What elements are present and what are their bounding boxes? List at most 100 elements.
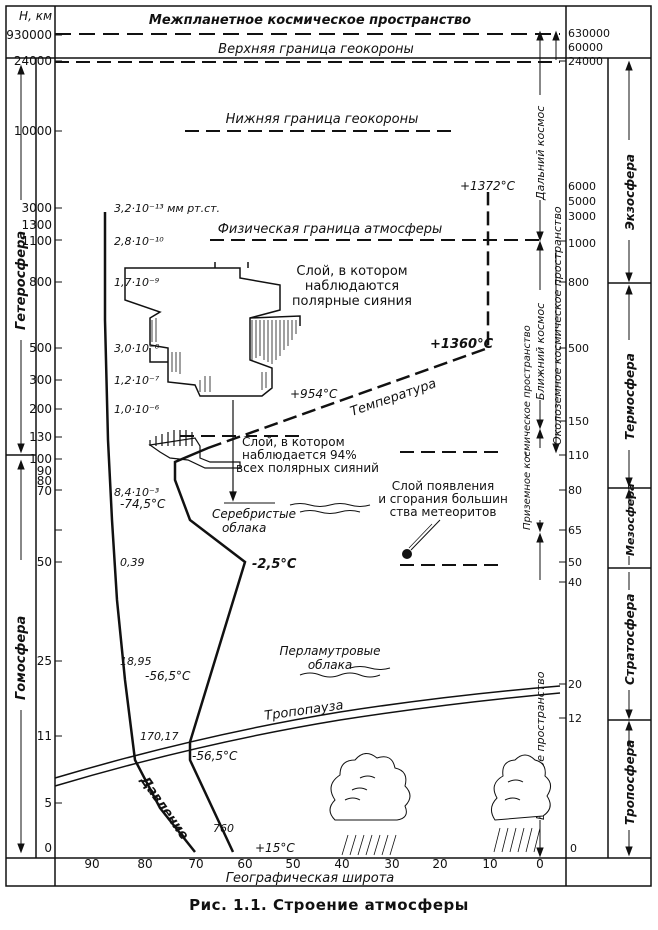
nacreous-label: Перламутровые облака xyxy=(279,644,380,672)
temperature-value: +1372°C xyxy=(460,179,516,193)
alt-label: 0 xyxy=(44,841,52,855)
alt-label: 25 xyxy=(37,654,52,668)
meteor-label-line: и сгорания большин xyxy=(378,492,508,506)
noctilucent-clouds xyxy=(224,502,371,514)
left-ticks xyxy=(55,34,62,804)
nacreous-label-line: Перламутровые xyxy=(279,644,380,658)
nacreous-clouds xyxy=(299,666,391,678)
aurora-label-line: наблюдаются xyxy=(305,279,399,294)
temperature-value: +15°C xyxy=(255,841,295,855)
physical-boundary-label: Физическая граница атмосферы xyxy=(218,222,443,237)
alt-label: 50 xyxy=(37,555,52,569)
alt-label: 630000 xyxy=(568,27,610,40)
latitude-tick: 20 xyxy=(432,857,447,871)
heterosphere-label: Гетеросфера xyxy=(14,231,29,330)
aurora-layer-shape xyxy=(124,262,301,397)
cumulonimbus-cloud-icon xyxy=(329,753,411,856)
pressure-value: 1,0·10⁻⁶ xyxy=(114,403,160,416)
upper-geocorona-label: Верхняя граница геокороны xyxy=(218,42,414,57)
pressure-value: 1,2·10⁻⁷ xyxy=(114,374,160,387)
right-spheres xyxy=(625,60,633,857)
alt-label: 24000 xyxy=(14,54,52,68)
pressure-values: 3,2·10⁻¹³ мм рт.ст. 2,8·10⁻¹⁰ 1,7·10⁻⁹ 3… xyxy=(114,202,234,835)
alt-label: 300 xyxy=(29,373,52,387)
latitude-tick: 0 xyxy=(536,857,544,871)
temperature-value: -74,5°C xyxy=(120,497,166,511)
pressure-curve xyxy=(103,212,196,853)
mesosphere-label: Мезосфера xyxy=(624,483,637,556)
near-space-label: Ближний космос xyxy=(534,303,547,400)
temperature-curve xyxy=(173,192,490,853)
alt-label: 3000 xyxy=(568,210,596,223)
latitude-tick: 80 xyxy=(137,857,152,871)
alt-label: 800 xyxy=(29,275,52,289)
aurora-label-line: полярные сияния xyxy=(292,294,412,309)
exosphere-label: Экзосфера xyxy=(623,154,637,230)
near-earth-space-label: Приземное космическое пространство xyxy=(522,325,533,530)
alt-label: 11 xyxy=(37,729,52,743)
alt-label: 5 xyxy=(44,796,52,810)
aurora94-shape xyxy=(148,430,241,469)
axis-unit: H, км xyxy=(19,9,52,23)
alt-label: 930000 xyxy=(6,28,52,42)
latitude-tick: 90 xyxy=(84,857,99,871)
temperature-value: -56,5°C xyxy=(145,669,191,683)
alt-label: 0 xyxy=(570,842,577,855)
aurora94-label-line: всех полярных сияний xyxy=(236,461,379,475)
aurora94-label-line: Слой, в котором xyxy=(242,435,345,449)
noctilucent-label-line: Серебристые xyxy=(212,507,296,521)
latitude-tick: 30 xyxy=(384,857,399,871)
alt-label: 20 xyxy=(568,678,582,691)
frame xyxy=(5,5,652,887)
alt-label: 60000 xyxy=(568,41,603,54)
left-axis: H, км 930000 24000 10000 3000 1300 1100 … xyxy=(6,9,52,855)
pressure-value: 0,39 xyxy=(120,556,145,569)
alt-label: 130 xyxy=(29,430,52,444)
aurora-hatching xyxy=(151,318,297,392)
alt-label: 200 xyxy=(29,402,52,416)
aurora-label: Слой, в котором наблюдаются полярные сия… xyxy=(292,264,412,309)
meteor-label: Слой появления и сгорания большин ства м… xyxy=(378,479,508,519)
pressure-value: 760 xyxy=(213,822,234,835)
right-axis: 630000 60000 24000 6000 5000 3000 1000 8… xyxy=(568,27,610,855)
deep-space-label: Дальний космос xyxy=(534,106,547,201)
temperature-value: +954°C xyxy=(290,387,338,401)
noctilucent-label: Серебристые облака xyxy=(212,507,296,535)
latitude-tick: 50 xyxy=(285,857,300,871)
circumterrestrial-space-label: Околоземное космическое пространство xyxy=(551,206,564,445)
alt-label: 3000 xyxy=(21,201,52,215)
alt-label: 500 xyxy=(29,341,52,355)
latitude-tick: 40 xyxy=(334,857,349,871)
temperature-value: -56,5°C xyxy=(192,749,238,763)
cumulonimbus-cloud-icon xyxy=(491,754,551,853)
alt-label: 500 xyxy=(568,342,589,355)
pressure-value: 3,0·10⁻⁸ xyxy=(114,342,160,355)
latitude-tick: 60 xyxy=(237,857,252,871)
meteor-label-line: Слой появления xyxy=(392,479,494,493)
tropopause-label: Тропопауза xyxy=(263,698,344,724)
temperature-value: +1360°C xyxy=(430,337,494,352)
pressure-value: 18,95 xyxy=(120,655,152,668)
homosphere-label: Гомосфера xyxy=(14,616,29,700)
latitude-ticks: 90 80 70 60 50 40 30 20 10 0 xyxy=(84,857,543,871)
alt-label: 80 xyxy=(37,474,52,488)
aurora-arrow xyxy=(229,400,237,502)
stratosphere-label: Стратосфера xyxy=(623,594,637,686)
aurora94-label-line: наблюдается 94% xyxy=(242,448,357,462)
temperature-values: +1372°C +1360°C +954°C -74,5°C -2,5°C -5… xyxy=(120,179,516,855)
noctilucent-label-line: облака xyxy=(222,521,266,535)
alt-label: 1300 xyxy=(21,218,52,232)
troposphere-label: Тропосфера xyxy=(623,740,637,825)
meteor-icon xyxy=(402,519,441,559)
latitude-tick: 70 xyxy=(188,857,203,871)
pressure-value: 3,2·10⁻¹³ мм рт.ст. xyxy=(114,202,220,215)
top-title: Межпланетное космическое пространство xyxy=(149,13,471,28)
alt-label: 12 xyxy=(568,712,582,725)
alt-label: 70 xyxy=(37,484,52,498)
figure-caption: Рис. 1.1. Строение атмосферы xyxy=(189,896,469,914)
pressure-value: 1,7·10⁻⁹ xyxy=(114,276,160,289)
latitude-tick: 10 xyxy=(482,857,497,871)
alt-label: 24000 xyxy=(568,55,603,68)
alt-label: 100 xyxy=(29,452,52,466)
